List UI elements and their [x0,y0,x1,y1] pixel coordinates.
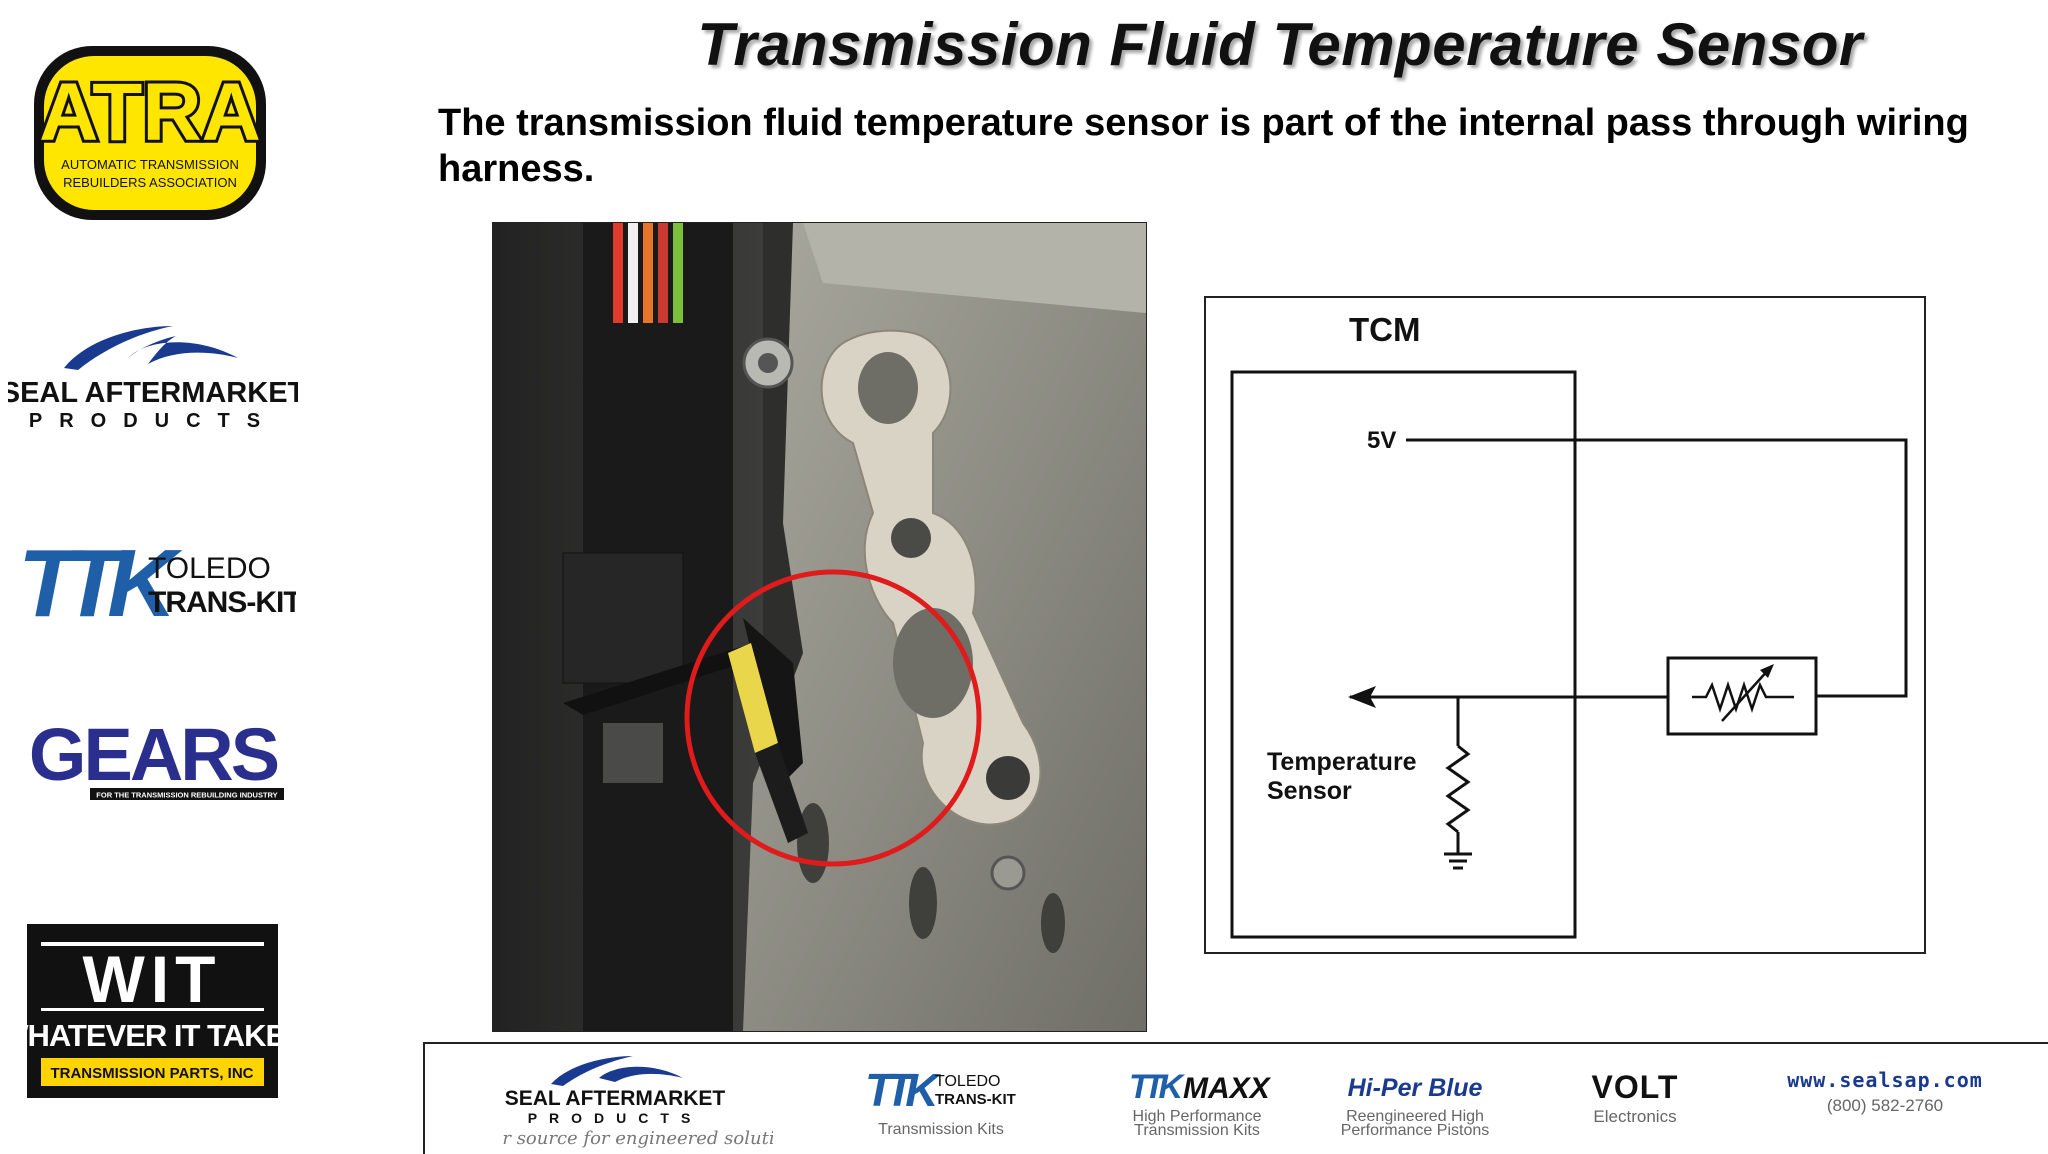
footer-brand-strip: SEAL AFTERMARKET PRODUCTS your source fo… [423,1042,2048,1154]
footer-maxx-caption2: Transmission Kits [1134,1122,1260,1139]
tcm-label: TCM [1349,311,1420,348]
wit-line2: TRANSMISSION PARTS, INC [50,1065,253,1082]
footer-hiper-name: Hi-Per Blue [1348,1074,1483,1102]
footer-hiper-blue-logo: Hi-Per Blue Reengineered High Performanc… [1341,1074,1490,1139]
wit-mark: WIT [83,942,222,1016]
footer-maxx-name: MAXX [1183,1072,1272,1105]
footer-volt-name: VOLT [1592,1069,1679,1105]
supply-wire [1406,438,1908,698]
footer-contact: www.sealsap.com (800) 582-2760 [1765,1068,2005,1115]
atra-name: ATRA [39,67,261,158]
gears-logo: GEARS FOR THE TRANSMISSION REBUILDING IN… [29,718,284,800]
atra-logo: ATRA AUTOMATIC TRANSMISSION REBUILDERS A… [34,46,266,220]
slide-subtitle: The transmission fluid temperature senso… [438,102,1969,190]
seal-left-line2: PRODUCTS [29,410,277,430]
footer-maxx-caption1: High Performance [1133,1108,1262,1125]
slide-title: Transmission Fluid Temperature Sensor [697,11,1863,78]
phone-number: (800) 582-2760 [1826,1096,1944,1115]
website-link[interactable]: www.sealsap.com [1787,1068,1983,1092]
footer-maxx-mark: TTK [1129,1068,1186,1106]
footer-maxx-logo: TTK MAXX High Performance Transmission K… [1129,1068,1272,1139]
toledo-trans-kit-logo: TTK TOLEDO TRANS-KIT [18,530,296,630]
footer-seal-logo: SEAL AFTERMARKET PRODUCTS your source fo… [503,1056,773,1149]
sensor-label-line1: Temperature [1267,748,1417,776]
gears-name: GEARS [29,718,278,796]
sensor-label-line2: Sensor [1267,777,1352,805]
footer-ttk-line1: TOLEDO [935,1073,1001,1090]
atra-line2: REBUILDERS ASSOCIATION [63,175,237,190]
voltage-label: 5V [1367,427,1396,454]
ttk-line1: TOLEDO [148,552,271,585]
footer-seal-tagline: your source for engineered solutions [503,1128,773,1149]
footer-ttk-caption: Transmission Kits [878,1121,1004,1138]
seal-left-line1: SEAL AFTERMARKET [8,377,298,409]
footer-seal-line1: SEAL AFTERMARKET [505,1087,726,1110]
footer-volt-caption: Electronics [1593,1107,1676,1126]
footer-hiper-caption1: Reengineered High [1346,1108,1484,1125]
footer-ttk-line2: TRANS-KIT [935,1091,1016,1108]
footer-ttk-mark: TTK [865,1064,941,1116]
tcm-box [1230,370,1577,939]
sensor-photo [492,222,1147,1032]
seal-aftermarket-logo: SEAL AFTERMARKET PRODUCTS [8,326,298,430]
reference-resistor [1445,744,1471,834]
footer-seal-line2: PRODUCTS [528,1110,703,1126]
atra-line1: AUTOMATIC TRANSMISSION [61,157,239,172]
footer-ttk-logo: TTK TOLEDO TRANS-KIT Transmission Kits [865,1064,1016,1138]
signal-arrow [1348,686,1376,708]
wit-logo: WIT WHATEVER IT TAKES TRANSMISSION PARTS… [27,924,278,1098]
tcm-circuit-diagram: TCM 5V Temperature Sensor [1204,296,1926,954]
ttk-line2: TRANS-KIT [148,586,296,619]
wit-line1: WHATEVER IT TAKES [27,1018,278,1053]
footer-hiper-caption2: Performance Pistons [1341,1122,1490,1139]
footer-volt-logo: VOLT Electronics [1592,1069,1679,1126]
gears-tagline: FOR THE TRANSMISSION REBUILDING INDUSTRY [96,791,277,800]
